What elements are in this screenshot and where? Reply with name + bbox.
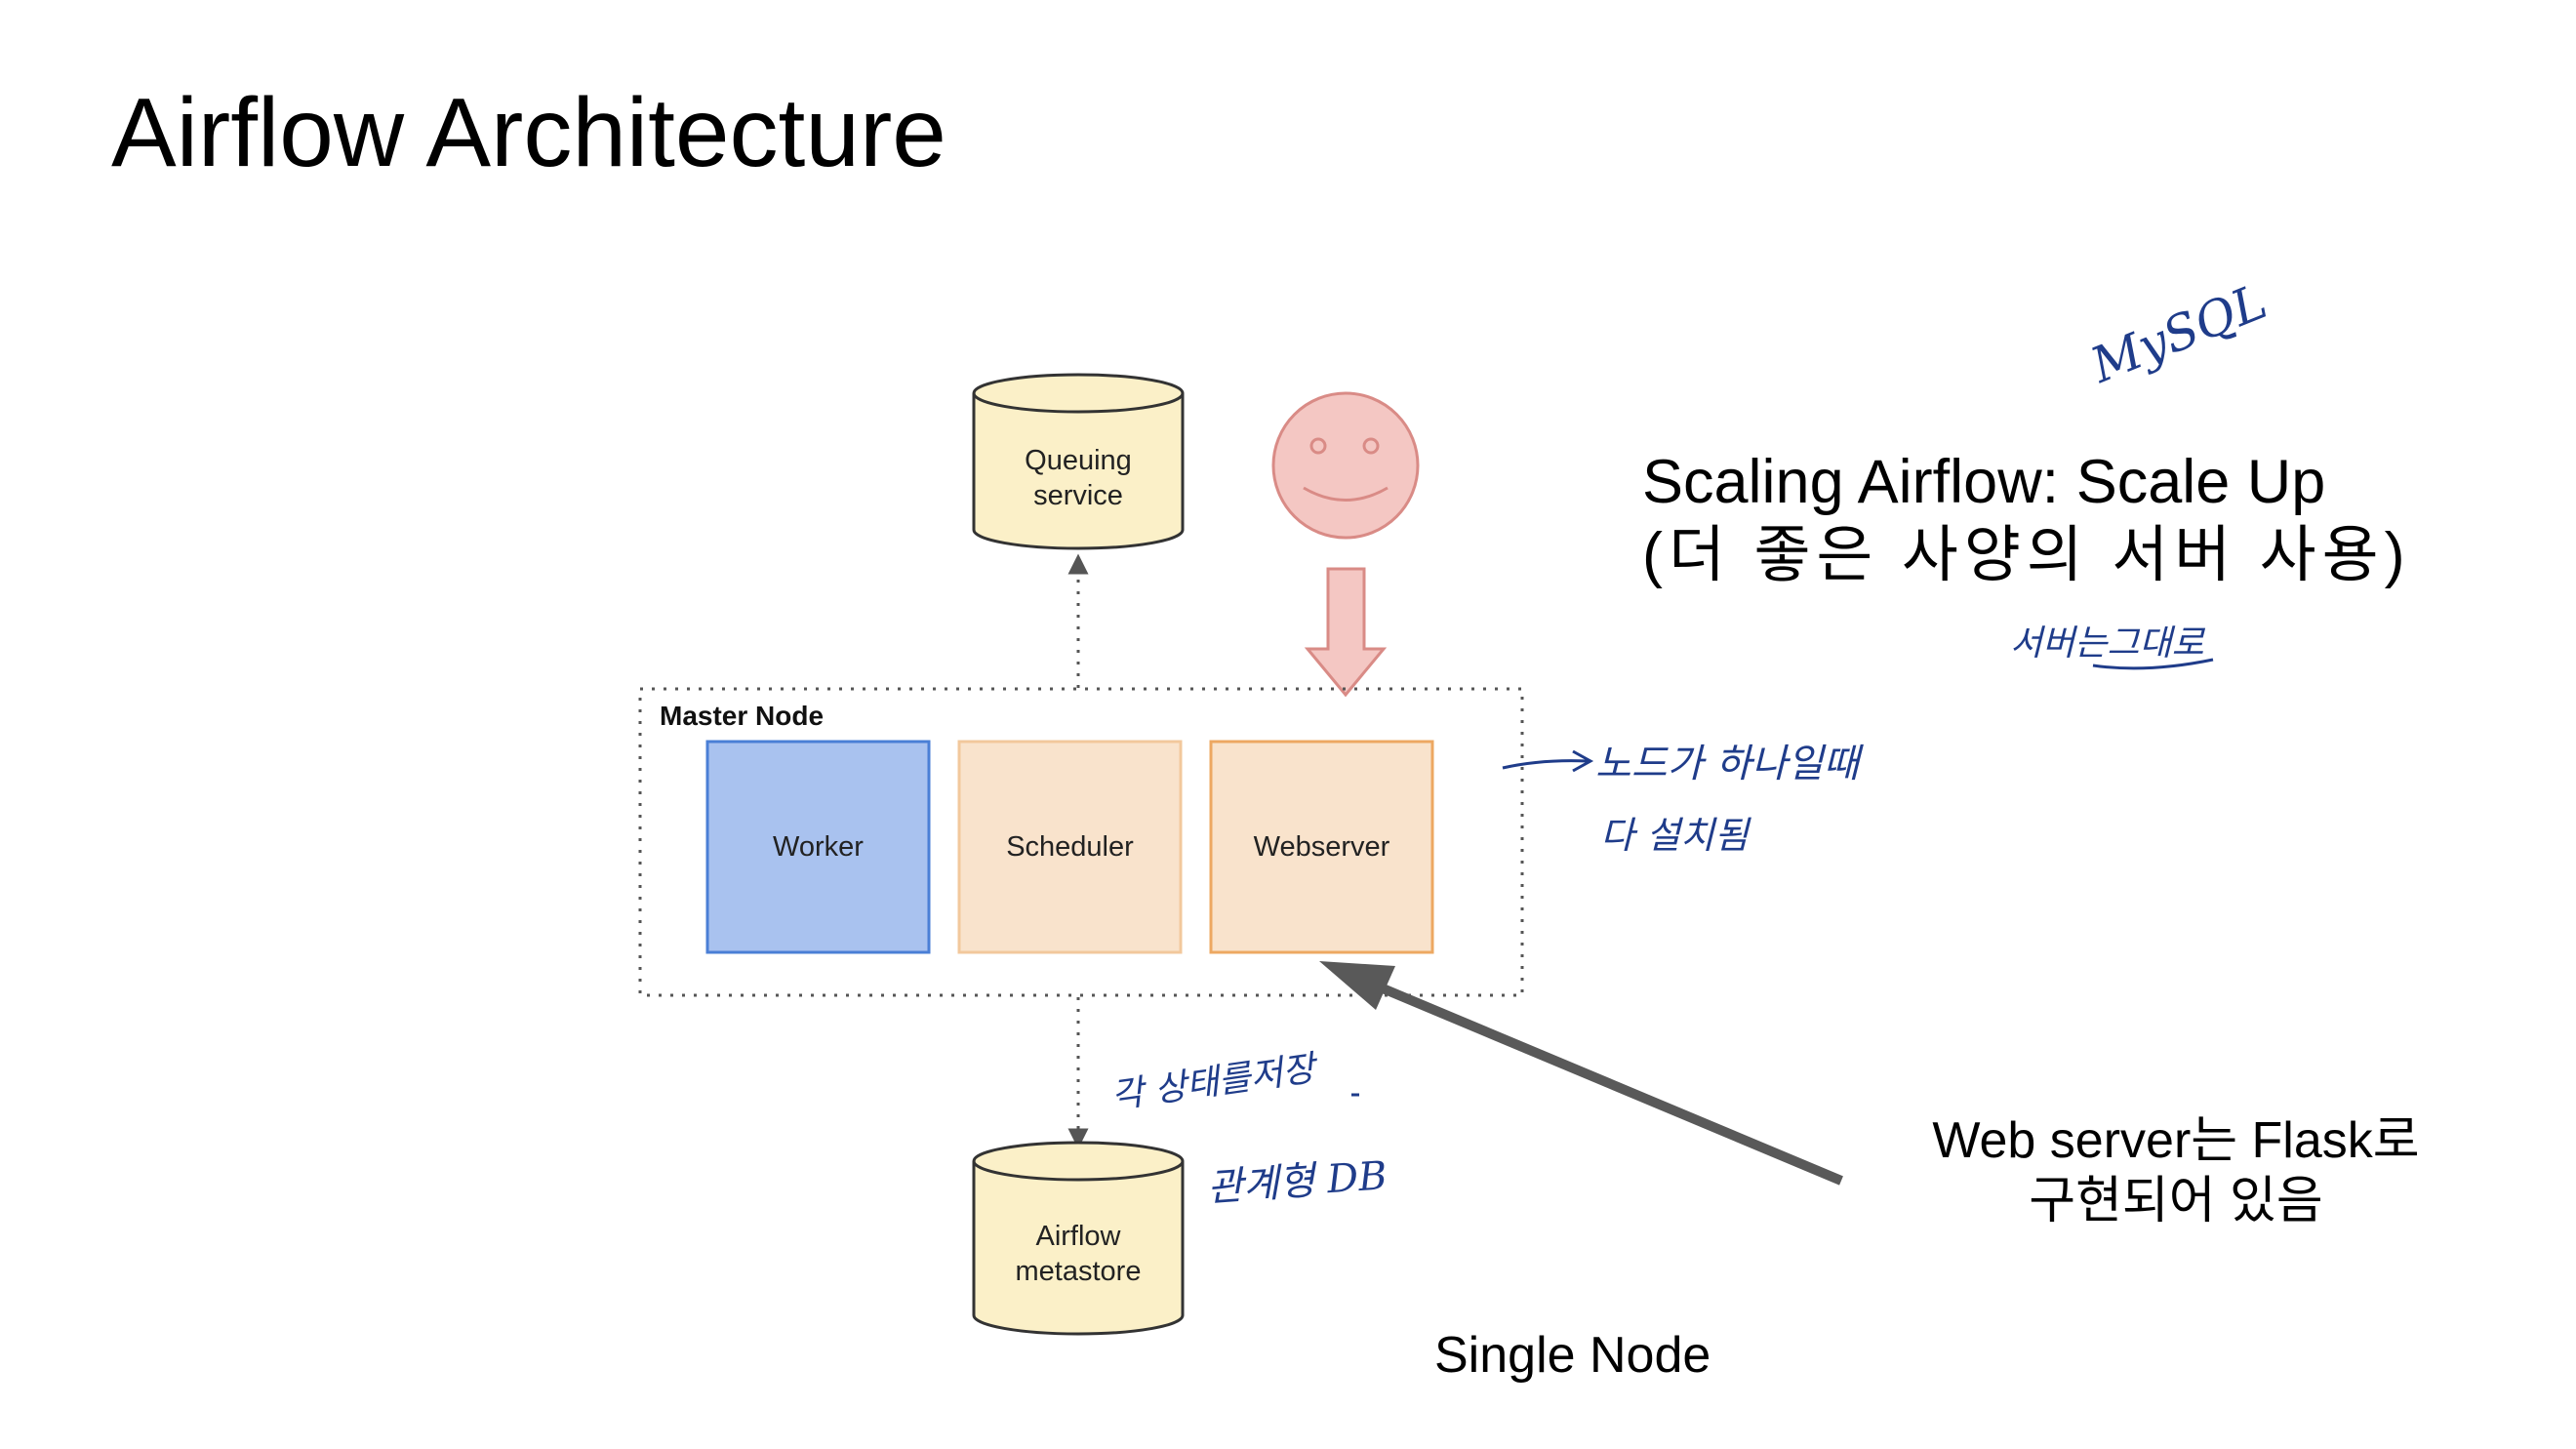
pink-down-arrow-icon (1304, 567, 1388, 698)
queuing-service-cylinder (972, 373, 1185, 550)
master-node-label: Master Node (660, 701, 825, 731)
worker-box (705, 740, 931, 954)
metastore-label: Airflow metastore (1015, 1220, 1142, 1287)
scheduler-box (957, 740, 1183, 954)
scale-up-subtitle: (더 좋은 사양의 서버 사용) (1642, 521, 2411, 589)
webserver-box (1209, 740, 1434, 954)
master-node-container (638, 687, 1524, 997)
handwritten-one-node-line2: 다 설치됨 (1600, 814, 1749, 857)
scale-up-title: Scaling Airflow: Scale Up (1642, 448, 2326, 516)
handwritten-arrow-icon (1502, 749, 1594, 773)
metastore-cylinder (972, 1141, 1185, 1336)
smiley-face-icon (1271, 391, 1420, 540)
handwritten-one-node-line1: 노드가 하나일때 (1595, 742, 1860, 786)
scheduler-label: Scheduler (1006, 830, 1134, 863)
handwritten-underline (2092, 658, 2214, 670)
webserver-pointer-arrow-icon (1319, 961, 1843, 1186)
single-node-caption: Single Node (1434, 1327, 1711, 1384)
worker-label: Worker (773, 830, 864, 863)
queuing-service-label: Queuing service (1025, 444, 1132, 511)
flask-note: Web server는 Flask로 구현되어 있음 (1932, 1112, 2420, 1230)
slide-title: Airflow Architecture (111, 78, 946, 187)
webserver-label: Webserver (1253, 830, 1390, 863)
handwritten-server-as-is: 서버는그대로 (2010, 624, 2204, 664)
